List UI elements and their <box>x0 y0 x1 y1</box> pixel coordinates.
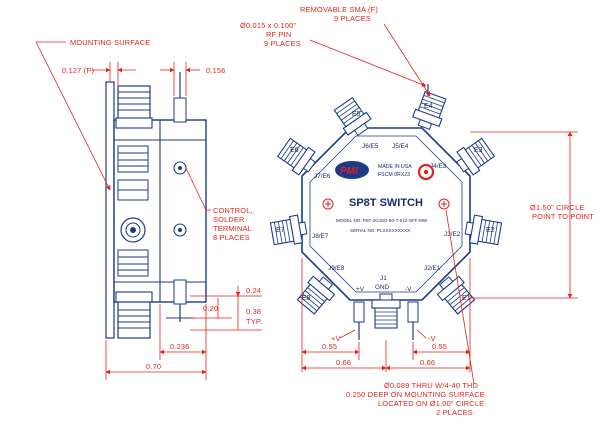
control-label-4: 8 PLACES <box>213 233 250 242</box>
control-label-1: CONTROL, <box>213 206 253 215</box>
dim-typ-label: TYP. <box>246 317 262 326</box>
port-label-e8: E8 <box>302 295 311 302</box>
circle-dim-line2: POINT TO POINT <box>532 212 594 221</box>
port-label-j2e1: J2/E1 <box>424 265 441 272</box>
sma-connector-e4 <box>410 89 450 133</box>
dim-055-left-label: 0.55 <box>322 342 337 351</box>
sma-label-line1: REMOVABLE SMA (F) <box>300 5 378 14</box>
dim-066-right-label: 0.66 <box>420 358 435 367</box>
made-in-usa-label: MADE IN USA <box>378 164 412 170</box>
serial-number-label: SERIAL NO: PLXXXXXXXXX <box>350 228 410 233</box>
port-label-j4e3: J4/E3 <box>430 163 447 170</box>
port-label-j8e7: J8/E7 <box>312 233 329 240</box>
rf-pin-label-line2: RF PIN <box>266 30 291 39</box>
port-label-e5: E5 <box>352 111 361 118</box>
rf-pin-label-line1: Ø0.015 x 0.100" <box>240 21 296 30</box>
hole-label-line3: LOCATED ON Ø1.00" CIRCLE <box>378 399 484 408</box>
mounting-surface-label: MOUNTING SURFACE <box>70 38 150 47</box>
port-label-j7e6: J7/E6 <box>314 173 331 180</box>
dim-038-label: 0.38 <box>246 307 261 316</box>
port-label-e7: E7 <box>276 227 285 234</box>
mounting-hole-left-icon <box>322 198 334 210</box>
dim-0236-label: 0.236 <box>170 342 190 351</box>
control-terminals <box>166 72 194 322</box>
minus-v-dim-label: -V <box>428 334 436 343</box>
dc-terminal-pins <box>353 301 419 340</box>
port-label-e2: E2 <box>486 227 495 234</box>
gnd-label: GND <box>375 284 390 291</box>
side-dimensions: MOUNTING SURFACE 0.127 (P) 0.156 CONTROL… <box>35 38 262 380</box>
port-label-e4: E4 <box>424 103 433 110</box>
plus-v-dim-label: +V <box>331 334 341 343</box>
control-label-2: SOLDER <box>213 215 245 224</box>
dim-066-left-label: 0.66 <box>336 358 351 367</box>
sma-connector-top <box>115 85 153 129</box>
dim-0127-label: 0.127 (P) <box>62 66 94 75</box>
fscm-label: FSCM 0RX23 <box>378 172 410 178</box>
hole-label-line4: 2 PLACES <box>436 408 473 417</box>
dim-024-label: 0.24 <box>246 286 261 295</box>
logo-text: PMI <box>340 166 358 177</box>
mounting-hole-right-icon <box>438 198 450 210</box>
port-label-e3: E3 <box>474 147 483 154</box>
port-label-j6e5: J6/E5 <box>362 143 379 150</box>
sma-stubs-side <box>117 145 149 277</box>
port-label-e6: E6 <box>290 147 299 154</box>
company-seal-icon <box>417 163 435 181</box>
hole-label-line2: 0.250 DEEP ON MOUNTING SURFACE <box>346 390 485 399</box>
rf-pin-label-line3: 9 PLACES <box>264 39 301 48</box>
port-label-j3e2: J3/E2 <box>444 231 461 238</box>
dim-055-right-label: 0.55 <box>432 342 447 351</box>
pmi-logo: PMI <box>335 161 369 179</box>
j1-label: J1 <box>380 275 387 282</box>
port-label-e1: E1 <box>462 295 471 302</box>
port-label-j5e4: J5/E4 <box>392 143 409 150</box>
minus-v-pin-label: -V <box>405 286 412 293</box>
front-view: E4 E5 E3 E6 E2 E7 E1 E8 J6/E5 J5/E4 J4/E… <box>240 5 594 417</box>
dim-070-label: 0.70 <box>146 362 161 371</box>
circle-dim-line1: Ø1.50" CIRCLE <box>530 203 585 212</box>
mounting-plate <box>105 81 115 339</box>
hole-label-line1: Ø0.089 THRU W/4-40 THD <box>384 381 478 390</box>
sma-connector-bottom <box>115 291 153 339</box>
dim-0156-label: 0.156 <box>206 66 226 75</box>
switch-title: SP8T SWITCH <box>349 197 423 209</box>
model-number-label: MODEL NO: P8T-2G18G-60-T-512-SFF-MW <box>336 218 428 223</box>
plus-v-pin-label: +V <box>356 286 365 293</box>
control-label-3: TERMINAL <box>213 224 252 233</box>
side-view: MOUNTING SURFACE 0.127 (P) 0.156 CONTROL… <box>35 38 262 380</box>
port-label-j9e8: J9/E8 <box>328 265 345 272</box>
sma-label-line2: 9 PLACES <box>334 14 371 23</box>
dim-020-label: 0.20 <box>203 304 218 313</box>
